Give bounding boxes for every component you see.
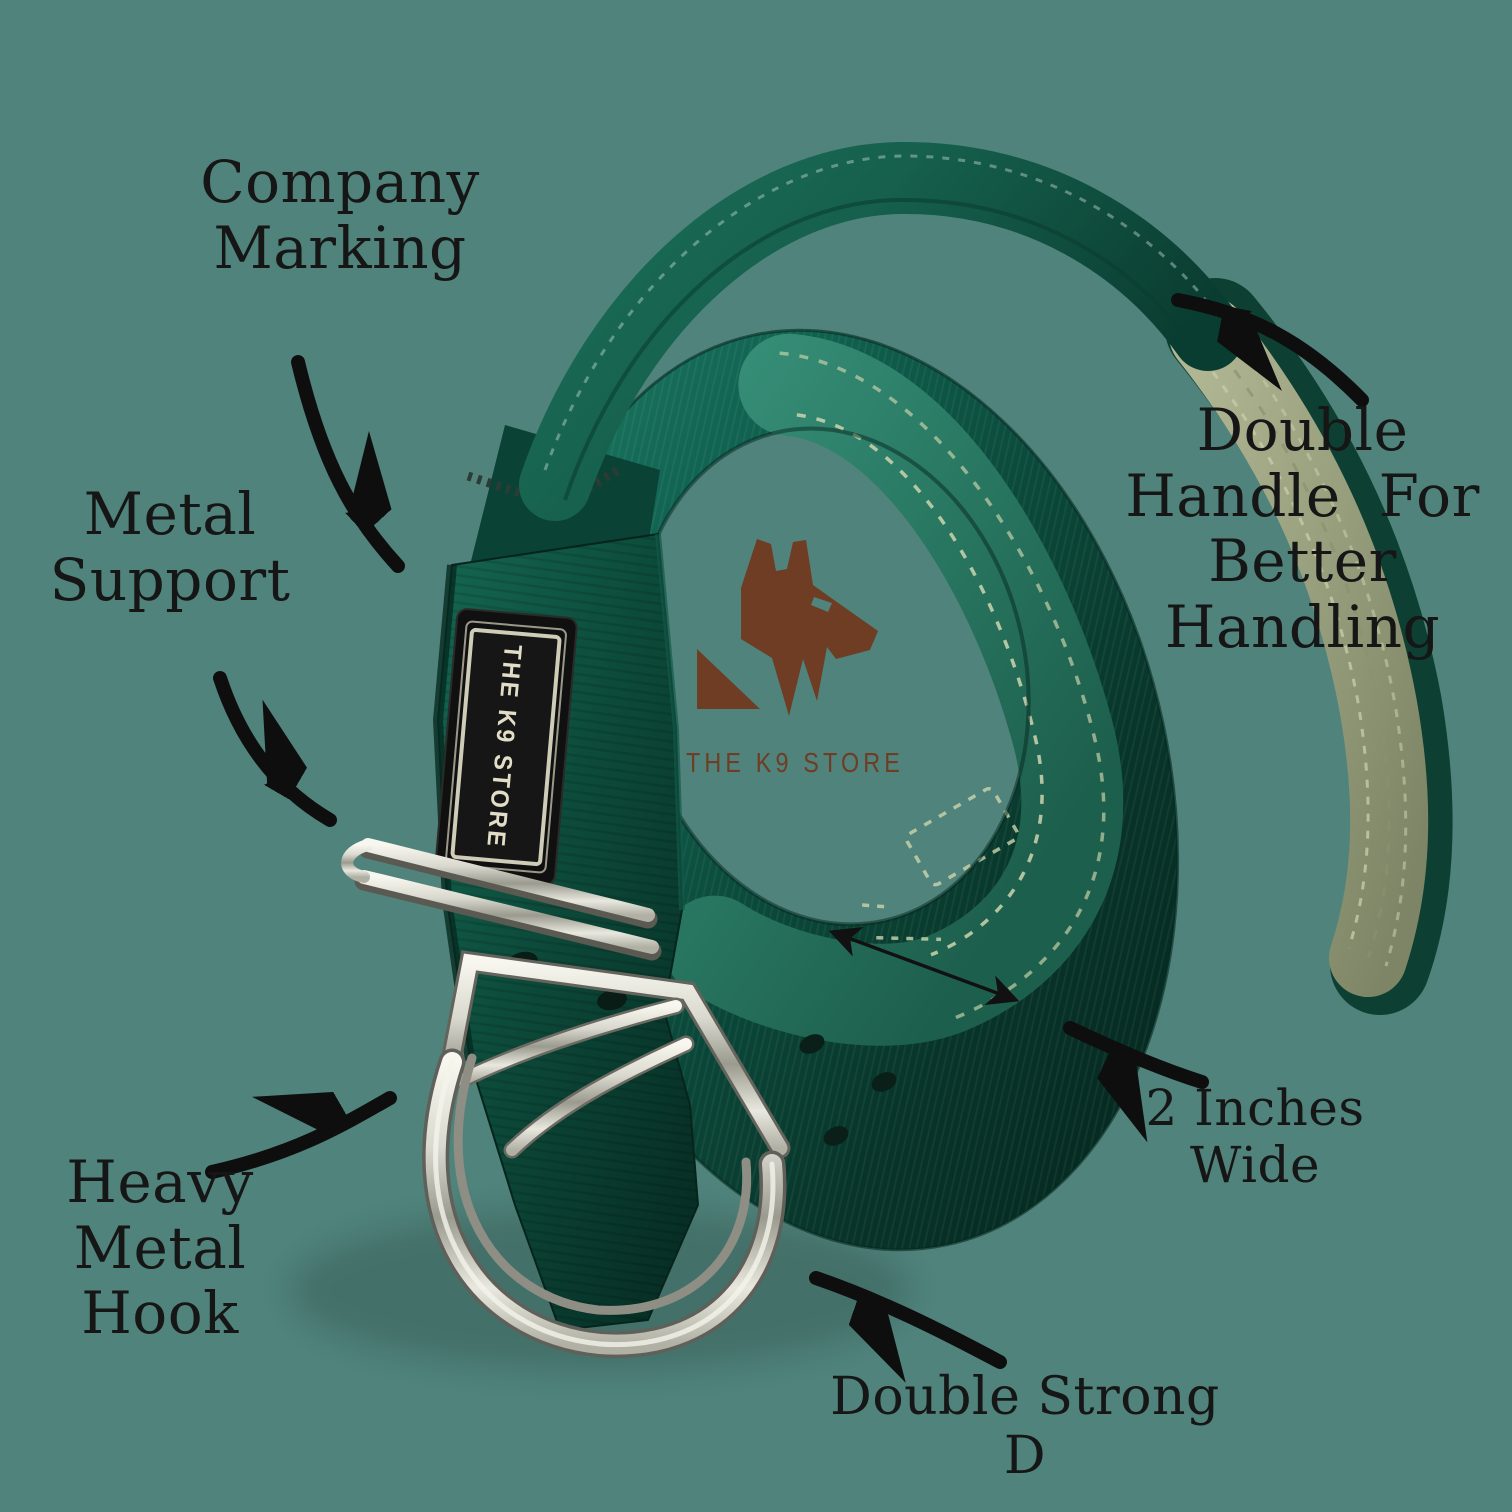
annotation-label-double-strong-d: Double Strong D	[830, 1367, 1237, 1486]
arrow-to-company-marking	[291, 355, 398, 573]
arrow-to-two-inches-wide	[1063, 1021, 1209, 1082]
annotation-arrows	[205, 293, 1369, 1362]
annotation-label-double-handle: Double Handle For Better Handling	[1125, 396, 1480, 661]
d-ring-inner	[453, 1053, 752, 1315]
collar-brand-tag: THE K9 STORE	[434, 608, 578, 886]
german-shepherd-icon	[741, 539, 878, 716]
metal-support-bar	[341, 838, 662, 961]
annotation-label-two-inches-wide: 2 Inches Wide	[1145, 1079, 1381, 1194]
width-measurement-arrow	[828, 926, 1020, 1006]
annotation-label-heavy-metal-hook: Heavy Metal Hook	[66, 1148, 254, 1348]
dog-eye-notch	[811, 597, 832, 612]
annotation-label-company-marking: Company Marking	[200, 148, 480, 282]
handle-lining	[1165, 278, 1453, 1015]
adjustment-holes-band	[799, 1034, 897, 1146]
buckle-and-d-ring	[422, 950, 791, 1359]
dog-chest-shape	[697, 649, 760, 709]
handle-strap	[519, 141, 1244, 521]
arrow-to-double-strong-d	[809, 1271, 1007, 1362]
annotation-label-metal-support: Metal Support	[49, 480, 291, 614]
arrow-to-double-handle	[1171, 293, 1369, 407]
arrow-to-heavy-metal-hook	[205, 1098, 397, 1179]
brand-logo-text: THE K9 STORE	[686, 747, 904, 778]
arrow-to-metal-support	[213, 671, 337, 827]
brand-watermark: THE K9 STORE	[686, 539, 904, 778]
